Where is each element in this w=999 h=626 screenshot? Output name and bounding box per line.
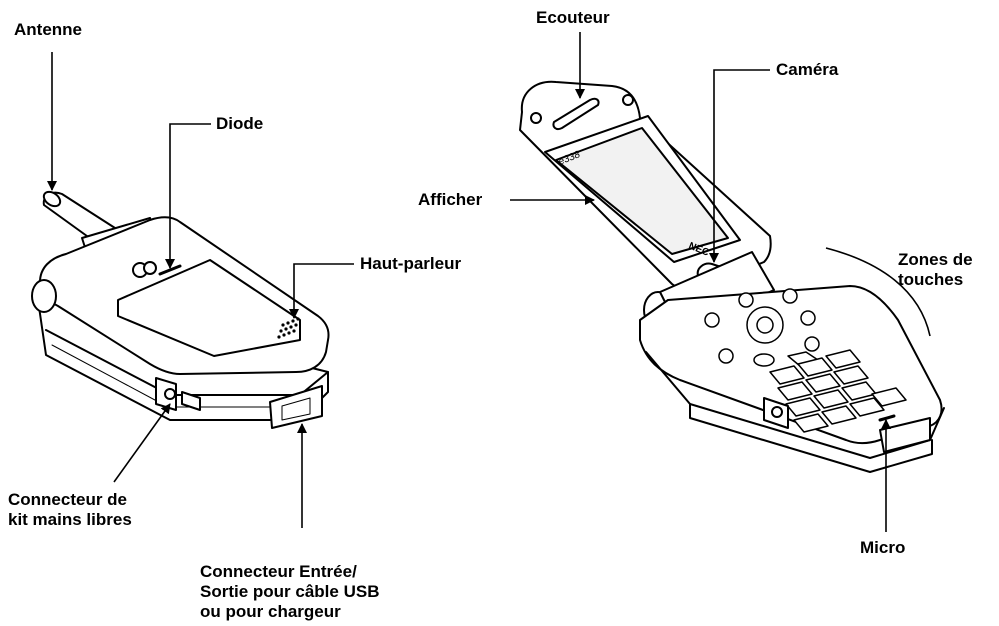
label-connecteur-usb-line-3: ou pour chargeur <box>200 602 341 621</box>
leader-haut-parleur <box>289 263 354 319</box>
leader-camera <box>709 69 770 263</box>
leader-kit <box>113 403 171 483</box>
screen <box>555 127 729 255</box>
label-diode: Diode <box>216 114 264 133</box>
label-ecouteur: Ecouteur <box>536 8 610 27</box>
label-connecteur-usb-line-2: Sortie pour câble USB <box>200 582 380 601</box>
zones-bracket <box>825 247 931 337</box>
label-connecteur-usb: Connecteur Entrée/ Sortie pour câble USB… <box>200 562 379 622</box>
keypad-body <box>639 285 943 444</box>
label-zones-line-2: touches <box>898 270 964 289</box>
open-phone <box>519 80 945 473</box>
earpiece <box>552 97 600 131</box>
closed-phone <box>31 190 330 429</box>
keypad-keys <box>704 288 907 433</box>
label-antenne: Antenne <box>14 20 82 39</box>
label-connecteur-kit-line-1: Connecteur de <box>8 490 128 509</box>
label-zones-de-touches: Zones de touches <box>898 250 973 290</box>
label-connecteur-usb-line-1: Connecteur Entrée/ <box>200 562 357 581</box>
label-afficher: Afficher <box>418 190 483 209</box>
label-haut-parleur: Haut-parleur <box>360 254 462 273</box>
outer-window <box>117 259 301 357</box>
label-zones-line-1: Zones de <box>898 250 973 269</box>
label-camera: Caméra <box>776 60 839 79</box>
label-micro: Micro <box>860 538 906 557</box>
hinge-cylinder <box>31 279 57 313</box>
label-connecteur-kit-line-2: kit mains libres <box>8 510 132 529</box>
label-connecteur-kit: Connecteur de kit mains libres <box>8 490 132 530</box>
leader-diode <box>165 123 211 269</box>
